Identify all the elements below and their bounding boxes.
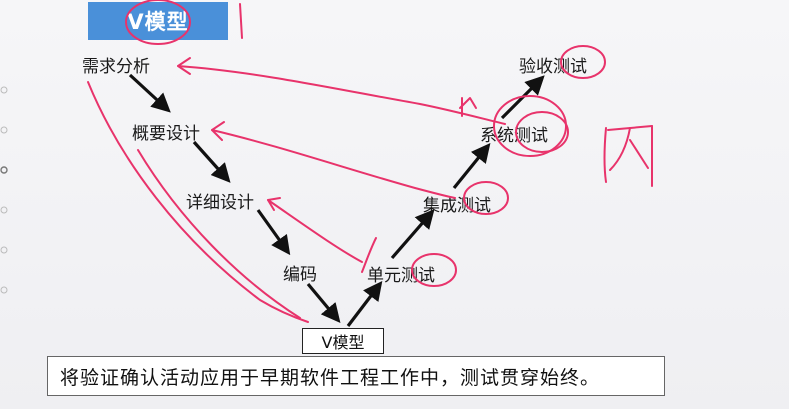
annotation-char-left-stroke	[603, 127, 607, 183]
annotation-req-hook	[177, 57, 191, 75]
node-acceptance-test: 验收测试	[519, 57, 587, 77]
annotation-acceptance-to-req	[177, 65, 506, 125]
annotation-integration-to-detail	[267, 199, 363, 263]
arrow-outline-to-detail	[192, 140, 231, 183]
toolbar-dot	[0, 246, 8, 254]
arrow-vbottom-to-unit	[346, 280, 383, 327]
caption-box: 将验证确认活动应用于早期软件工程工作中，测试贯穿始终。	[47, 356, 665, 396]
toolbar-dot	[0, 286, 8, 294]
node-outline-design: 概要设计	[132, 124, 200, 144]
toolbar-dot	[0, 166, 8, 174]
node-system-test: 系统测试	[480, 126, 548, 146]
annotation-system-arrow	[459, 97, 477, 109]
node-unit-test: 单元测试	[367, 266, 435, 286]
annotation-detail-hook	[267, 197, 281, 211]
arrow-req-to-outline	[128, 73, 171, 113]
annotation-title-tick	[239, 3, 243, 39]
arrow-detail-to-coding	[256, 209, 291, 256]
node-integration-test: 集成测试	[423, 196, 491, 216]
annotation-char-top	[607, 125, 653, 131]
side-toolbar	[0, 86, 8, 294]
arrow-system-to-acceptance	[500, 75, 545, 120]
node-coding: 编码	[283, 265, 317, 285]
toolbar-dot	[0, 86, 8, 94]
arrow-integration-to-system	[452, 143, 491, 190]
toolbar-dot	[0, 126, 8, 134]
annotation-char-inner	[609, 127, 649, 171]
annotation-outline-hook	[211, 121, 225, 141]
annotation-left-diagonal-2	[137, 149, 301, 319]
node-requirements-analysis: 需求分析	[82, 57, 150, 77]
node-detail-design: 详细设计	[186, 193, 254, 213]
arrow-coding-to-vbottom	[306, 282, 341, 323]
v-model-label-box: V模型	[302, 328, 384, 354]
arrow-unit-to-integration	[390, 209, 435, 260]
toolbar-dot	[0, 206, 8, 214]
title-banner: V模型	[88, 2, 228, 40]
